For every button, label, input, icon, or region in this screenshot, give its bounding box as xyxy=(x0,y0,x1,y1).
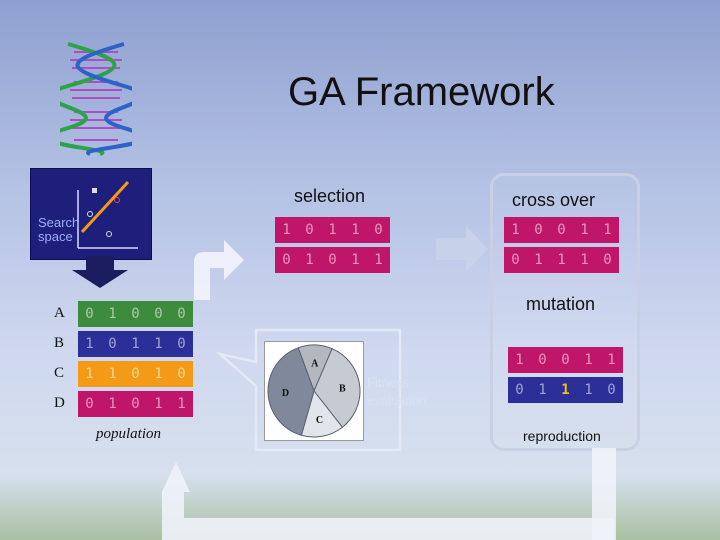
gene-bit: 0 xyxy=(154,306,163,322)
gene-bit: 0 xyxy=(538,352,547,368)
pie-slice-label: A xyxy=(311,358,319,369)
gene-bit: 0 xyxy=(131,366,140,382)
gene-bit: 1 xyxy=(607,352,616,368)
gene-bit: 0 xyxy=(177,336,186,352)
mutation-label: mutation xyxy=(526,294,596,314)
pie-slice-label: B xyxy=(339,383,346,394)
gene-bit: 1 xyxy=(351,252,360,268)
gene-bit: 1 xyxy=(351,222,360,238)
gene-bit: 0 xyxy=(534,222,543,238)
pie-slice xyxy=(267,347,315,436)
gene-bit: 0 xyxy=(374,222,383,238)
gene-bit: 0 xyxy=(511,252,520,268)
gene-bit: 0 xyxy=(282,252,291,268)
gene-bit: 0 xyxy=(603,252,612,268)
population-row-label: A xyxy=(54,305,65,321)
gene-bit: 1 xyxy=(603,222,612,238)
selection-label: selection xyxy=(294,186,366,206)
gene-bit: 0 xyxy=(515,382,524,398)
pie-slice-label: D xyxy=(282,388,289,399)
fitness-evaluation-label: Fitness evaluation xyxy=(367,375,427,408)
gene-bit: 1 xyxy=(374,252,383,268)
loop-arrow-icon xyxy=(162,448,616,540)
gene-bit: 1 xyxy=(154,336,163,352)
down-arrow-icon xyxy=(72,256,128,288)
gene-bit: 1 xyxy=(584,352,593,368)
gene-bit: 1 xyxy=(580,222,589,238)
gene-bit: 1 xyxy=(580,252,589,268)
gene-bit: 1 xyxy=(557,252,566,268)
gene-bit: 1 xyxy=(108,306,117,322)
search-space-axes xyxy=(77,180,138,249)
gene-bit: 0 xyxy=(85,396,94,412)
gene-bit: 1 xyxy=(177,396,186,412)
gene-bit: 0 xyxy=(561,352,570,368)
gene-bit: 1 xyxy=(154,396,163,412)
gene-bit: 1 xyxy=(584,382,593,398)
reproduction-label: reproduction xyxy=(523,428,601,444)
gene-bit: 0 xyxy=(557,222,566,238)
dna-helix-icon xyxy=(60,42,132,156)
population-row-label: B xyxy=(54,335,65,351)
gene-bit: 1 xyxy=(131,336,140,352)
gene-bit: 1 xyxy=(305,252,314,268)
gene-bit: 0 xyxy=(177,306,186,322)
gene-bit: 0 xyxy=(607,382,616,398)
gene-bit: 0 xyxy=(131,306,140,322)
fitness-callout-shape xyxy=(216,328,402,452)
population-row-label: D xyxy=(54,395,65,411)
gene-bit: 1 xyxy=(511,222,520,238)
gene-bit: 0 xyxy=(305,222,314,238)
search-space-label: Search space xyxy=(38,215,80,244)
gene-bit: 1 xyxy=(85,366,94,382)
population-label: population xyxy=(96,426,162,442)
pie-slice xyxy=(313,348,361,428)
pie-slice-label: C xyxy=(316,415,323,426)
crossover-label: cross over xyxy=(512,190,596,210)
gene-bit: 0 xyxy=(108,336,117,352)
gene-bit: 1 xyxy=(108,396,117,412)
gene-bit: 1 xyxy=(85,336,94,352)
gene-bit: 0 xyxy=(177,366,186,382)
gene-bit: 1 xyxy=(108,366,117,382)
bent-arrow-icon xyxy=(194,240,244,300)
gene-bit: 1 xyxy=(538,382,547,398)
gene-bit: 1 xyxy=(534,252,543,268)
gene-bit: 1 xyxy=(282,222,291,238)
gene-bit: 1 xyxy=(328,222,337,238)
population-row-label: C xyxy=(54,365,65,381)
gene-bit: 0 xyxy=(85,306,94,322)
right-arrow-icon xyxy=(436,226,488,272)
page-title: GA Framework xyxy=(288,70,555,114)
gene-bit: 1 xyxy=(154,366,163,382)
fitness-pie-chart: A B C D xyxy=(264,341,364,441)
gene-bit: 0 xyxy=(328,252,337,268)
gene-bit: 1 xyxy=(515,352,524,368)
gene-bit: 0 xyxy=(131,396,140,412)
gene-bit: 1 xyxy=(561,382,570,398)
